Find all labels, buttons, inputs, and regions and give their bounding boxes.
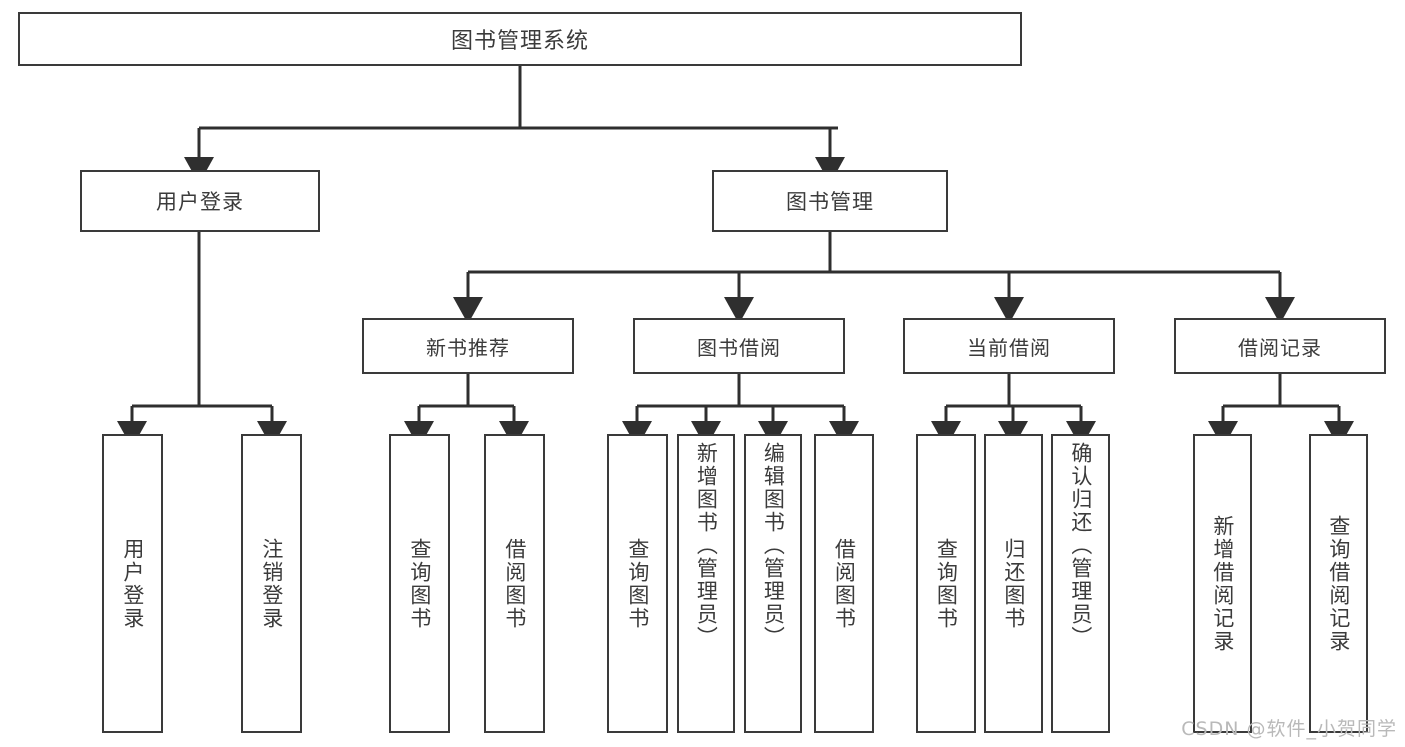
leaf-borrow-book-1-label: 借阅图书 (502, 537, 527, 630)
leaf-user-login[interactable]: 用户登录 (102, 434, 163, 733)
node-root[interactable]: 图书管理系统 (18, 12, 1022, 66)
node-book-borrow-label: 图书借阅 (697, 335, 781, 360)
leaf-edit-book-label: 编辑图书（管理员） (761, 442, 786, 649)
leaf-query-book-2[interactable]: 查询图书 (607, 434, 668, 733)
leaf-query-book-1[interactable]: 查询图书 (389, 434, 450, 733)
leaf-add-book-label: 新增图书（管理员） (694, 442, 719, 649)
node-book-manage[interactable]: 图书管理 (712, 170, 948, 232)
node-borrow-record[interactable]: 借阅记录 (1174, 318, 1386, 374)
node-book-manage-label: 图书管理 (786, 190, 874, 214)
leaf-query-book-3[interactable]: 查询图书 (916, 434, 976, 733)
leaf-borrow-book-2-label: 借阅图书 (832, 537, 857, 630)
node-borrow-record-label: 借阅记录 (1238, 335, 1322, 360)
node-new-book-recommend[interactable]: 新书推荐 (362, 318, 574, 374)
leaf-return-book-label: 归还图书 (1001, 537, 1026, 630)
leaf-user-login-label: 用户登录 (120, 537, 145, 630)
node-current-borrow[interactable]: 当前借阅 (903, 318, 1115, 374)
leaf-add-book[interactable]: 新增图书（管理员） (677, 434, 735, 733)
leaf-return-book[interactable]: 归还图书 (984, 434, 1043, 733)
leaf-confirm-return[interactable]: 确认归还（管理员） (1051, 434, 1110, 733)
leaf-query-record[interactable]: 查询借阅记录 (1309, 434, 1368, 733)
node-book-borrow[interactable]: 图书借阅 (633, 318, 845, 374)
node-user-login-label: 用户登录 (156, 190, 244, 214)
leaf-confirm-return-label: 确认归还（管理员） (1068, 442, 1093, 649)
leaf-add-record-label: 新增借阅记录 (1210, 514, 1235, 653)
node-new-book-recommend-label: 新书推荐 (426, 335, 510, 360)
node-current-borrow-label: 当前借阅 (967, 335, 1051, 360)
node-user-login[interactable]: 用户登录 (80, 170, 320, 232)
leaf-query-book-2-label: 查询图书 (625, 537, 650, 630)
watermark: CSDN @软件_小贺同学 (1181, 718, 1397, 740)
node-root-label: 图书管理系统 (450, 29, 589, 54)
leaf-borrow-book-1[interactable]: 借阅图书 (484, 434, 545, 733)
leaf-query-book-3-label: 查询图书 (934, 537, 959, 630)
leaf-add-record[interactable]: 新增借阅记录 (1193, 434, 1252, 733)
leaf-logout[interactable]: 注销登录 (241, 434, 302, 733)
leaf-edit-book[interactable]: 编辑图书（管理员） (744, 434, 802, 733)
leaf-query-book-1-label: 查询图书 (407, 537, 432, 630)
leaf-logout-label: 注销登录 (259, 537, 284, 630)
leaf-query-record-label: 查询借阅记录 (1326, 514, 1351, 653)
leaf-borrow-book-2[interactable]: 借阅图书 (814, 434, 874, 733)
